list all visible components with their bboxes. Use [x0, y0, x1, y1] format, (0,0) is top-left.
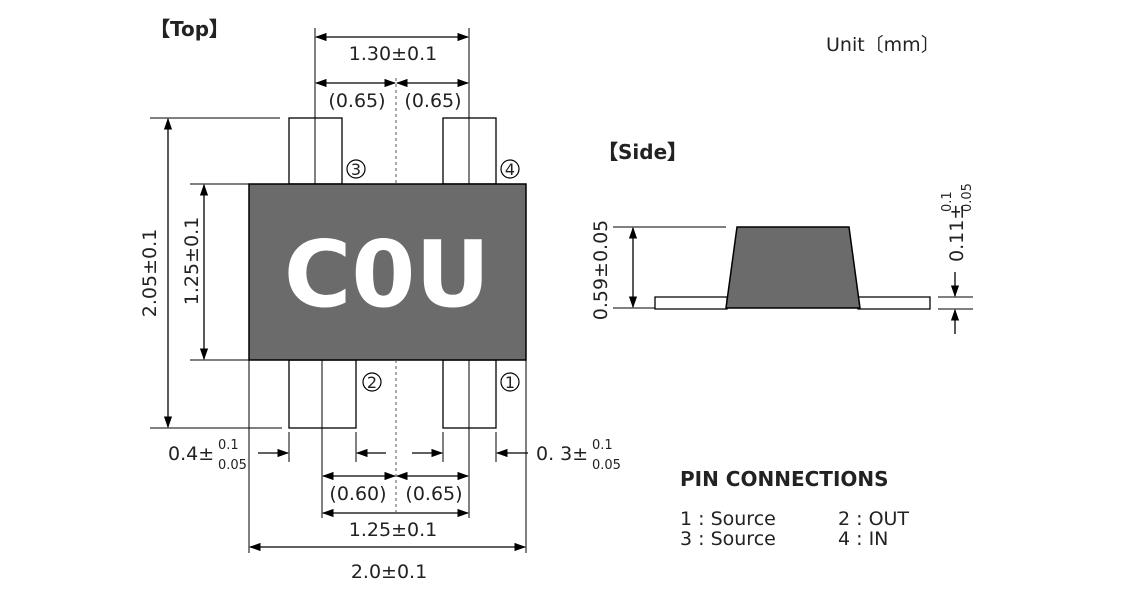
dim-width-bottom-label: 1.25±0.1: [349, 519, 437, 541]
dim-total-width-label: 2.0±0.1: [351, 561, 427, 583]
svg-text:3: 3: [351, 160, 361, 179]
dim-side-lead-upper: 0.1: [940, 191, 955, 212]
pin-connection-2: 2 : OUT: [838, 508, 909, 530]
pin-2-marker: 2: [362, 372, 382, 392]
dim-lead-right-lower: 0.05: [592, 458, 621, 473]
side-view-title: 【Side】: [598, 140, 687, 164]
dim-lead-left-label: 0.4±: [168, 443, 214, 465]
svg-text:4: 4: [505, 160, 515, 179]
pin-4-marker: 4: [500, 159, 520, 179]
dim-half-right-top-label: (0.65): [404, 90, 461, 112]
package-body-side: [725, 226, 861, 309]
dim-half-right-bottom-label: (0.65): [405, 483, 462, 505]
pin-3-marker: 3: [346, 159, 366, 179]
dim-body-height-label: 1.25±0.1: [181, 217, 203, 305]
dim-lead-left-lower: 0.05: [218, 458, 247, 473]
marking-text: C0U: [284, 221, 490, 328]
pin-1-marker: 1: [500, 372, 520, 392]
dim-half-left-top-label: (0.65): [328, 90, 385, 112]
svg-text:1: 1: [505, 373, 515, 392]
svg-text:2: 2: [367, 373, 377, 392]
pin-connection-3: 3 : Source: [680, 528, 776, 550]
dim-side-lead-thickness: 0.11± 0.1 0.05: [940, 183, 975, 262]
dim-side-lead-main: 0.11±: [946, 204, 968, 262]
package-body-top: [248, 183, 527, 361]
dim-side-lead-lower: 0.05: [960, 183, 975, 212]
pin-connections-title: PIN CONNECTIONS: [680, 467, 889, 491]
dim-half-left-bottom-label: (0.60): [329, 483, 386, 505]
dim-lead-right-upper: 0.1: [592, 438, 613, 453]
pin-connection-4: 4 : IN: [838, 528, 888, 550]
side-lead-right: [857, 296, 931, 310]
top-view-title: 【Top】: [150, 17, 229, 41]
dim-side-height-label: 0.59±0.05: [590, 220, 612, 321]
unit-label: Unit〔mm〕: [826, 34, 940, 56]
dim-lead-right-label: 0. 3±: [536, 443, 588, 465]
dim-total-height-label: 2.05±0.1: [139, 229, 161, 317]
dim-width-top-label: 1.30±0.1: [349, 43, 437, 65]
side-lead-left: [654, 296, 728, 310]
pin-connection-1: 1 : Source: [680, 508, 776, 530]
dim-lead-left-upper: 0.1: [218, 438, 239, 453]
